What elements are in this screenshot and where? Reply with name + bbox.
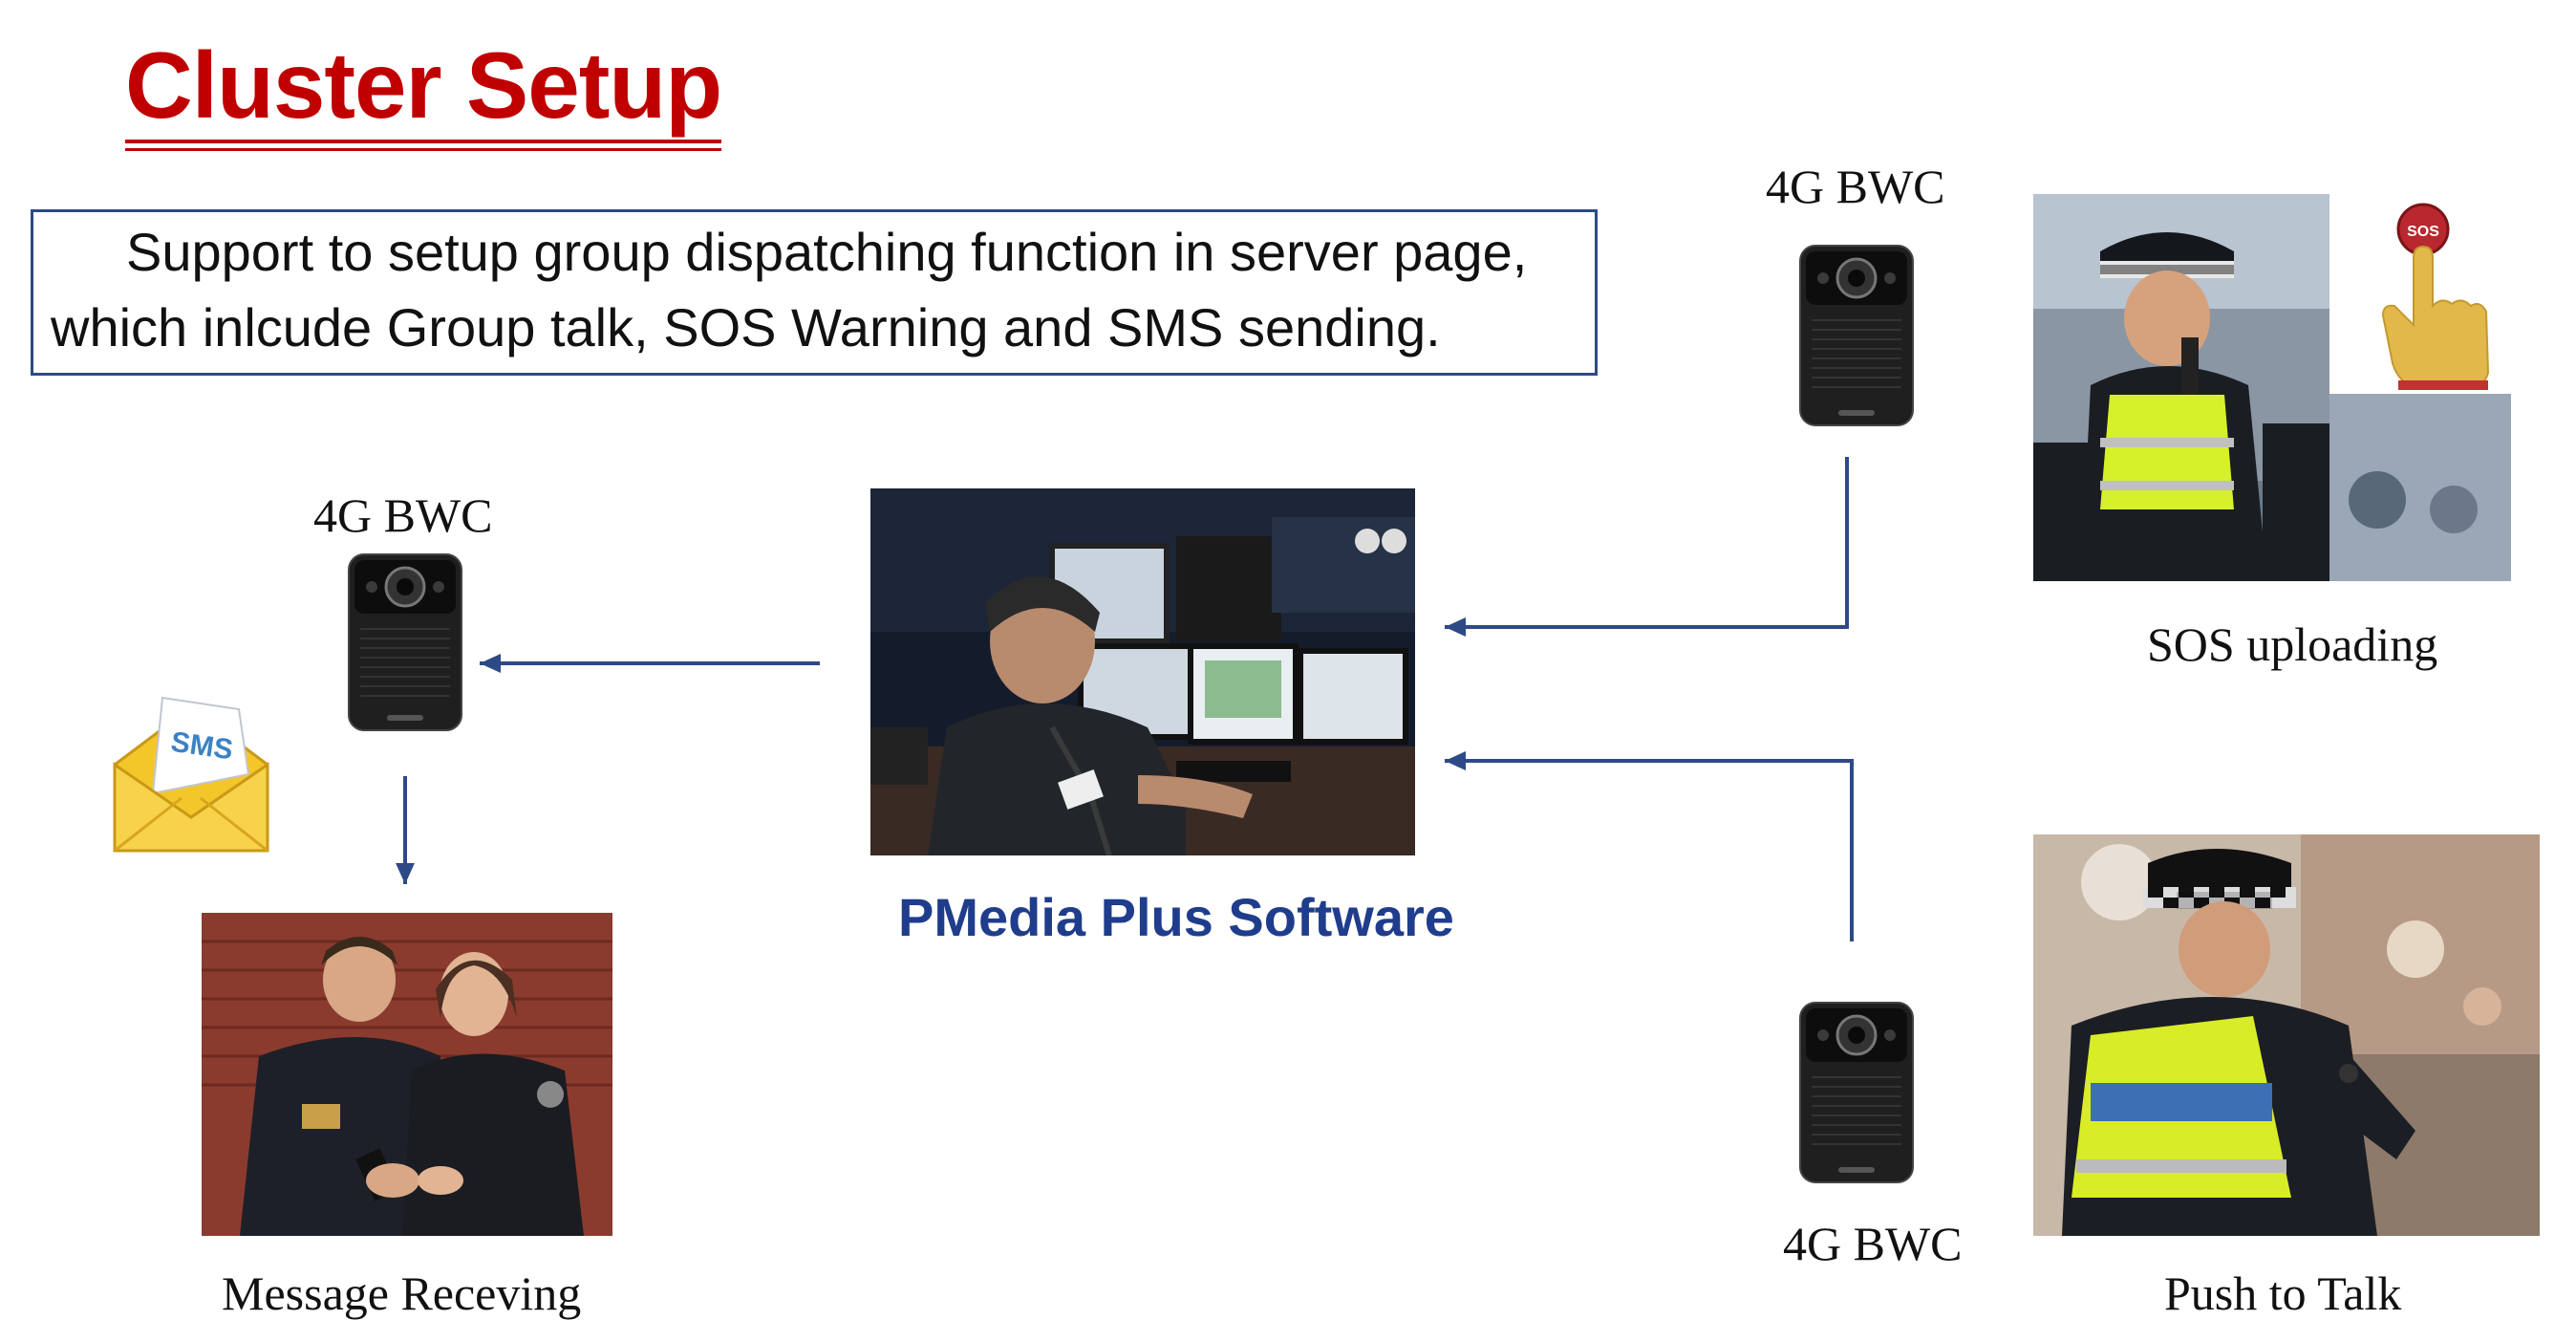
description-line-1: Support to setup group dispatching funct… (126, 222, 1528, 282)
description-line-2: which inlcude Group talk, SOS Warning an… (51, 297, 1441, 357)
push-to-talk-photo (2033, 834, 2540, 1236)
sms-envelope-icon: SMS (113, 696, 269, 853)
bwc-label-top-right: 4G BWC (1766, 160, 1945, 213)
sos-officer-photo (2033, 194, 2511, 581)
description-box (31, 209, 1598, 376)
bwc-label-bottom-right: 4G BWC (1783, 1217, 1963, 1270)
bwc-label-left: 4G BWC (313, 488, 493, 542)
body-camera-icon (348, 553, 462, 731)
title-underline-thin (125, 148, 721, 151)
arrow-top-bwc-to-software (1445, 457, 1849, 637)
sos-button-text: SOS (2407, 224, 2439, 240)
software-label: PMedia Plus Software (898, 887, 1454, 947)
sos-uploading-label: SOS uploading (2147, 617, 2438, 671)
slide-title: Cluster Setup (125, 32, 722, 138)
push-to-talk-label: Push to Talk (2164, 1266, 2402, 1320)
message-receiving-photo (202, 913, 612, 1236)
body-camera-icon (1799, 245, 1914, 426)
title-underline (125, 140, 721, 143)
message-receiving-label: Message Receving (222, 1266, 582, 1320)
sos-hand-press-icon: SOS (2381, 203, 2490, 390)
arrow-bottom-bwc-to-software (1445, 751, 1854, 941)
body-camera-icon (1799, 1002, 1914, 1183)
control-room-photo (870, 488, 1415, 855)
